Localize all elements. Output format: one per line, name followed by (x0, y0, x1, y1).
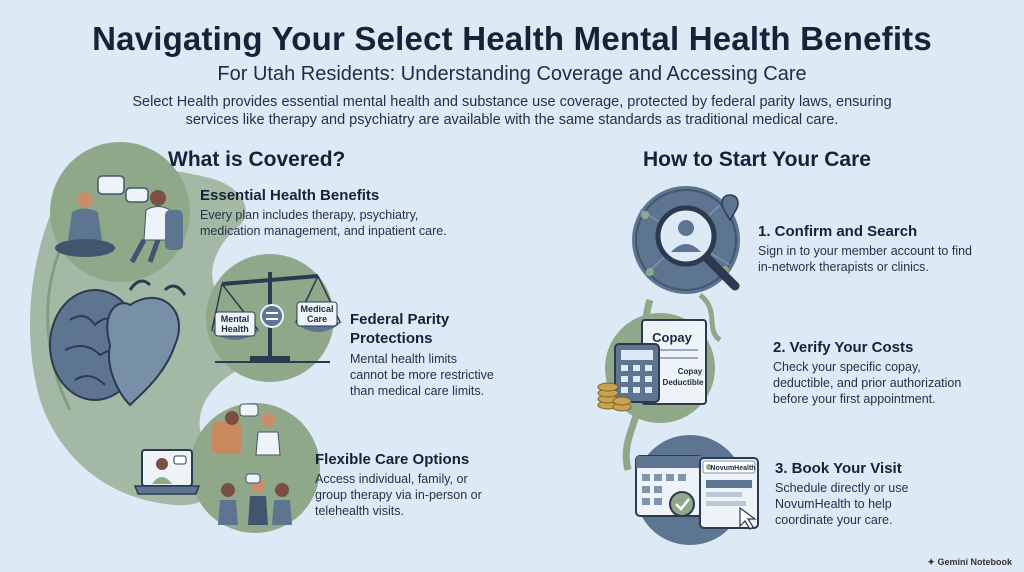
sparkle-icon: ✦ (927, 557, 935, 567)
step2-desc: Check your specific copay, deductible, a… (773, 360, 962, 406)
flexible-care-title: Flexible Care Options (315, 451, 470, 468)
page-subtitle: For Utah Residents: Understanding Covera… (217, 63, 807, 85)
essential-benefits-title: Essential Health Benefits (200, 187, 380, 204)
watermark-text: Gemini Notebook (937, 557, 1012, 567)
step1-desc: Sign in to your member account to find i… (758, 244, 973, 274)
start-care-heading: How to Start Your Care (643, 148, 871, 171)
covered-heading: What is Covered? (168, 148, 346, 171)
scale-illustration: Mental Health Medical Care (206, 254, 342, 382)
page-title: Navigating Your Select Health Mental Hea… (92, 20, 932, 57)
calendar-booking-icon: NovumHealth (635, 435, 759, 545)
step2-title: 2. Verify Your Costs (773, 339, 914, 356)
calculator-cost-icon: Copay Copay Deductible (597, 313, 715, 423)
scale-left-label-line2: Health (221, 324, 249, 334)
gemini-notebook-watermark: ✦ Gemini Notebook (927, 557, 1012, 568)
search-magnifier-icon (632, 186, 740, 294)
federal-parity-desc: Mental health limits cannot be more rest… (350, 352, 494, 398)
document-line-deductible: Deductible (663, 378, 704, 387)
essential-benefits-desc: Every plan includes therapy, psychiatry,… (200, 208, 447, 238)
document-line-copay: Copay (678, 367, 703, 376)
step1-title: 1. Confirm and Search (758, 223, 918, 240)
scale-left-label-line1: Mental (221, 314, 250, 324)
flexible-care-desc: Access individual, family, or group ther… (315, 472, 482, 518)
step3-title: 3. Book Your Visit (775, 460, 902, 477)
scale-right-label-line2: Care (307, 314, 327, 324)
group-therapy-illustration (190, 403, 320, 533)
laptop-telehealth-icon (133, 449, 201, 495)
federal-parity-title: Federal Parity Protections (350, 311, 450, 347)
intro-paragraph: Select Health provides essential mental … (132, 94, 892, 128)
brain-heart-icon (49, 279, 187, 407)
meditation-therapy-illustration (50, 142, 190, 282)
scale-right-label-line1: Medical (300, 304, 333, 314)
step3-desc: Schedule directly or use NovumHealth to … (775, 481, 909, 527)
document-title: Copay (652, 330, 693, 345)
novumhealth-logo-text: NovumHealth (710, 465, 755, 472)
